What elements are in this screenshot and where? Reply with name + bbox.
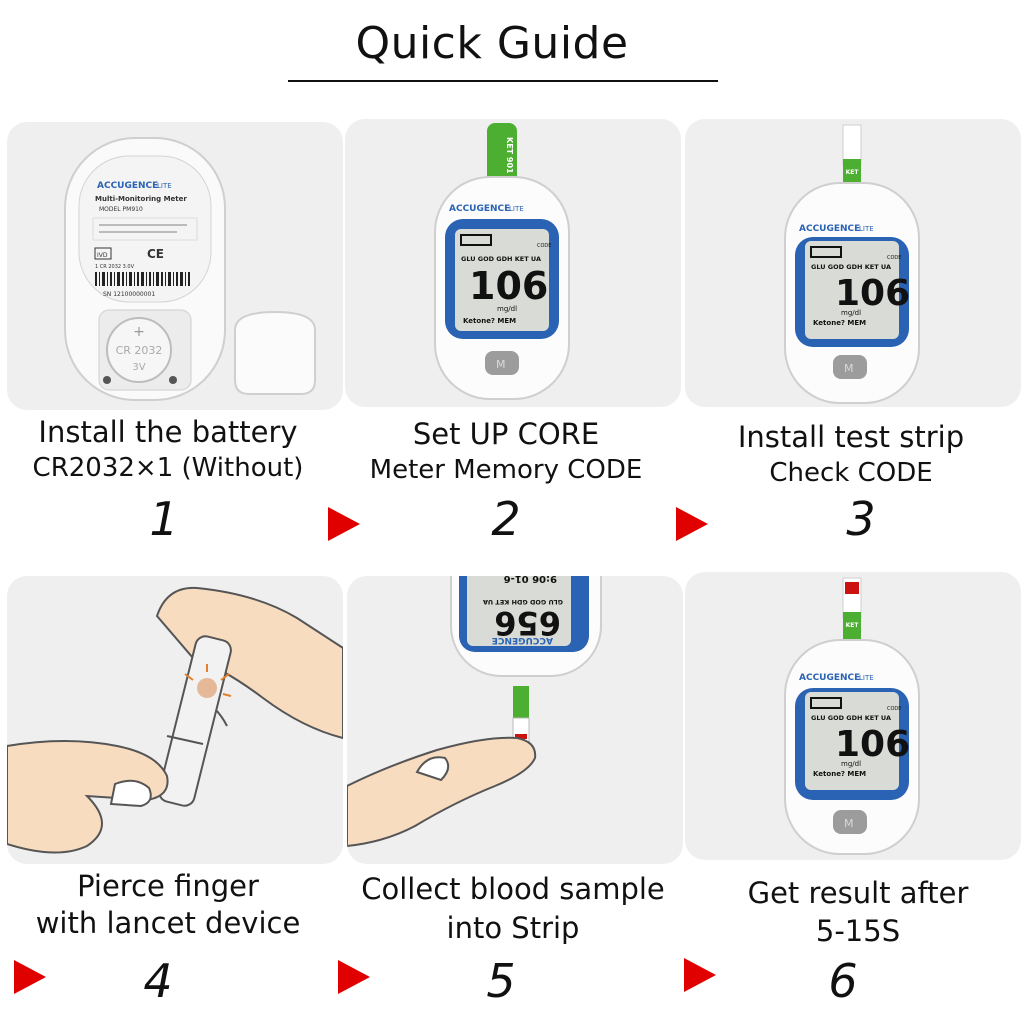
svg-text:M: M [844, 362, 854, 375]
code-strip-label: KET 901 [505, 137, 514, 174]
title-underline [288, 80, 718, 82]
svg-text:GLU GOD GDH KET UA: GLU GOD GDH KET UA [483, 598, 563, 606]
step-3-image: KET ACCUGENCE LITE GLU GOD GDH KET UA CO… [685, 119, 1021, 407]
svg-text:LITE: LITE [859, 674, 874, 682]
step-2-title: Set UP CORE [412, 417, 600, 451]
svg-text:CODE: CODE [537, 243, 551, 249]
label-battery-spec: 1 CR 2032 3.0V [95, 264, 135, 270]
m-button [833, 810, 867, 834]
svg-text:CODE: CODE [887, 706, 901, 712]
lcd-screen [455, 229, 549, 331]
arrow-icon [338, 960, 370, 994]
step-4-image [7, 576, 343, 864]
coin-name: CR 2032 [116, 344, 163, 357]
svg-text:M: M [844, 817, 854, 830]
step-5-number: 5 [486, 954, 516, 1008]
step-4-subtitle: with lancet device [35, 906, 301, 940]
svg-text:Ketone? MEM: Ketone? MEM [813, 770, 866, 778]
step-6-subtitle: 5-15S [815, 914, 901, 948]
step-4-title: Pierce finger [77, 869, 259, 903]
svg-text:GLU GOD GDH KET UA: GLU GOD GDH KET UA [811, 263, 891, 271]
label-brand: ACCUGENCE [97, 181, 158, 191]
svg-text:Ketone? MEM: Ketone? MEM [813, 319, 866, 327]
meter-back-illustration: ACCUGENCE LITE Multi-Monitoring Meter MO… [64, 137, 316, 401]
step-6-number: 6 [828, 954, 858, 1008]
arrow-icon [14, 960, 46, 994]
svg-text:CODE: CODE [887, 255, 901, 261]
svg-text:ACCUGENCE: ACCUGENCE [799, 673, 860, 683]
step-3-subtitle: Check CODE [769, 458, 933, 488]
step-2-image: KET 901 ACCUGENCE LITE GLU GOD GDH KET U… [345, 119, 681, 407]
step-5-image: 656 GLU GOD GDH KET UA 9:06 01-6 ACCUGEN… [347, 576, 683, 864]
step-6-title: Get result after [747, 876, 969, 910]
coin-voltage: 3V [132, 362, 145, 373]
lcd-value: 106 [835, 724, 910, 765]
svg-text:GLU GOD GDH KET UA: GLU GOD GDH KET UA [811, 714, 891, 722]
svg-text:ACCUGENCE: ACCUGENCE [492, 635, 553, 645]
label-ce: CE [147, 247, 164, 261]
test-strip-icon [843, 612, 861, 646]
lancet-device [158, 635, 232, 807]
svg-text:ACCUGENCE: ACCUGENCE [799, 224, 860, 234]
step-1-subtitle: CR2032×1 (Without) [32, 453, 304, 483]
step-2-subtitle: Meter Memory CODE [369, 455, 643, 485]
coin-plus: + [133, 324, 145, 340]
battery-cover [234, 310, 316, 395]
svg-text:mg/dl: mg/dl [497, 305, 517, 313]
arrow-icon [684, 958, 716, 992]
step-4-number: 4 [143, 954, 173, 1008]
barcode [95, 272, 190, 286]
svg-text:9:06 01-6: 9:06 01-6 [504, 576, 557, 584]
svg-text:LITE: LITE [509, 205, 524, 213]
svg-text:M: M [496, 358, 506, 371]
lcd-screen [805, 241, 899, 339]
meter-with-code-strip: KET 901 ACCUGENCE LITE GLU GOD GDH KET U… [434, 123, 570, 400]
step-1-number: 1 [149, 492, 179, 546]
svg-text:KET: KET [846, 169, 860, 176]
coin-battery [106, 317, 172, 383]
step-2-number: 2 [491, 492, 521, 546]
lcd-screen [805, 692, 899, 790]
code-strip-icon [487, 123, 517, 183]
label-ivd: IVD [97, 252, 108, 259]
meter-result-illustration: KET ACCUGENCE LITE GLU GOD GDH KET UA CO… [784, 577, 920, 855]
svg-text:KET: KET [846, 622, 860, 629]
svg-text:ACCUGENCE: ACCUGENCE [449, 204, 510, 214]
label-title: Multi-Monitoring Meter [95, 195, 187, 203]
lcd-value: 106 [835, 273, 910, 314]
svg-text:LITE: LITE [859, 225, 874, 233]
step-3-title: Install test strip [737, 420, 965, 454]
label-model: MODEL PM910 [99, 206, 143, 213]
step-5-title: Collect blood sample [361, 872, 665, 906]
svg-text:GLU GOD GDH KET UA: GLU GOD GDH KET UA [461, 255, 541, 263]
svg-text:mg/dl: mg/dl [841, 760, 861, 768]
m-button [833, 355, 867, 379]
arrow-icon [676, 507, 708, 541]
test-strip-icon [513, 686, 529, 720]
step-1-title: Install the battery [38, 415, 298, 449]
page-title: Quick Guide [355, 18, 629, 69]
step-5-subtitle: into Strip [446, 911, 580, 945]
step-3-number: 3 [846, 492, 876, 546]
svg-text:mg/dl: mg/dl [841, 309, 861, 317]
svg-text:Ketone? MEM: Ketone? MEM [463, 317, 516, 325]
label-serial: SN 12100000001 [103, 291, 155, 298]
arrow-icon [328, 507, 360, 541]
step-1-image: ACCUGENCE LITE Multi-Monitoring Meter MO… [7, 122, 343, 410]
lancet-illustration [7, 586, 343, 854]
flipped-lcd-value: 656 [494, 604, 561, 642]
meter-with-test-strip: KET ACCUGENCE LITE GLU GOD GDH KET UA CO… [784, 124, 920, 404]
label-brand-suffix: LITE [157, 182, 172, 190]
blood-sample-illustration: 656 GLU GOD GDH KET UA 9:06 01-6 ACCUGEN… [347, 576, 602, 848]
lcd-value: 106 [469, 264, 548, 308]
step-6-image: KET ACCUGENCE LITE GLU GOD GDH KET UA CO… [685, 572, 1021, 860]
m-button [485, 351, 519, 375]
